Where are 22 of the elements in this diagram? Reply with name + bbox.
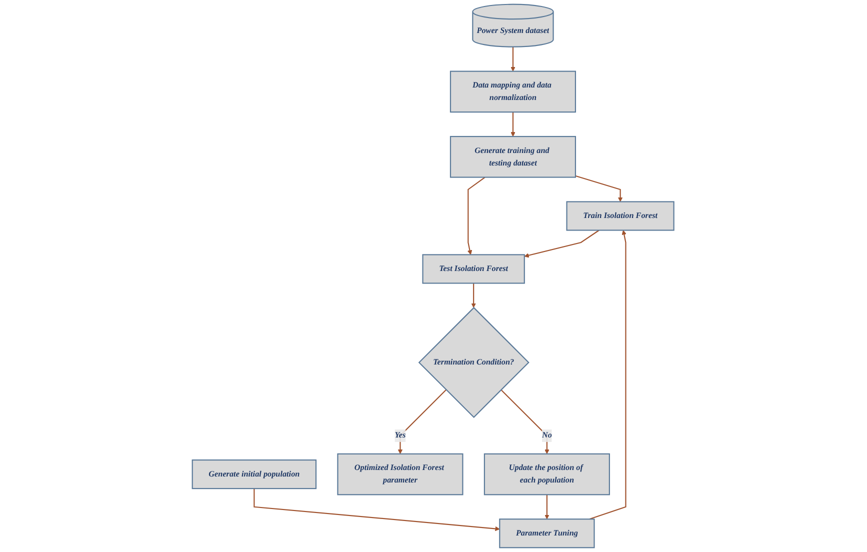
arrow	[524, 230, 600, 258]
node-box: Data mapping and data normalization	[450, 70, 576, 113]
node-box: Test Isolation Forest	[422, 254, 526, 284]
node-box: Update the position of each population	[484, 453, 610, 496]
arrow	[472, 283, 476, 308]
arrow	[590, 230, 627, 520]
node-box: Parameter Tuning	[500, 518, 596, 548]
node-box: Generate initial population	[192, 459, 317, 490]
node-box: Optimized Isolation Forest parameter	[338, 453, 464, 496]
arrow	[511, 46, 516, 72]
edge-label: No	[542, 431, 552, 440]
arrow	[511, 112, 516, 137]
arrow	[398, 389, 447, 454]
arrow	[544, 494, 550, 520]
node-box: Train Isolation Forest	[566, 201, 675, 231]
edge-label: Yes	[395, 431, 406, 440]
arrow	[254, 488, 500, 532]
node-box: Generate training and testing dataset	[450, 136, 576, 178]
arrow	[501, 389, 550, 454]
node-diamond: Termination Condition?	[418, 306, 530, 418]
arrow	[576, 175, 624, 202]
arrow	[468, 176, 486, 255]
